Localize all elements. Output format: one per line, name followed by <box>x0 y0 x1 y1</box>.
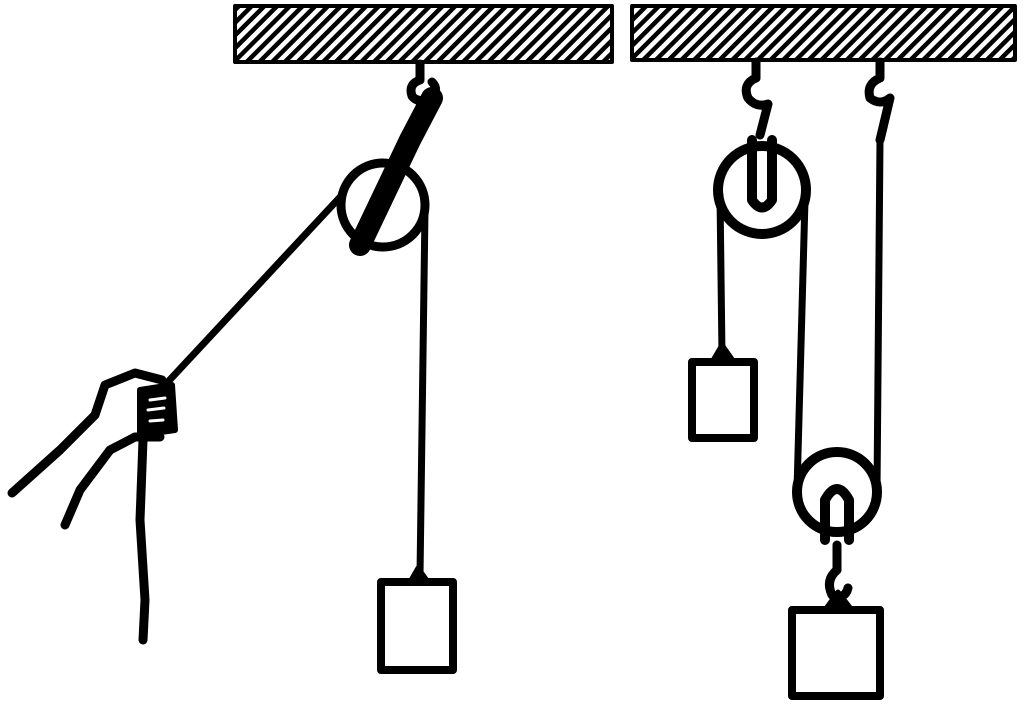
rope-to-movable-pulley <box>793 196 809 494</box>
rope-to-hand <box>161 191 346 389</box>
compound-pulley-setup <box>630 4 1017 700</box>
movable-pulley-hook <box>824 540 853 601</box>
rope-to-small-weight <box>716 191 726 359</box>
ceiling-beam-left <box>233 4 614 64</box>
arm-upper <box>7 368 167 498</box>
single-fixed-pulley-setup <box>7 4 614 674</box>
movable-pulley-wheel <box>792 447 882 537</box>
hook-rope-anchor <box>864 57 895 145</box>
fixed-pulley-axle <box>747 135 777 213</box>
rope-to-weight <box>416 206 429 579</box>
finger-gaps <box>146 396 167 423</box>
pulley-wheel-left <box>336 158 430 252</box>
weight-left <box>377 578 457 674</box>
rope-anchor-side <box>873 136 884 494</box>
weight-hook-small <box>709 342 737 365</box>
hand <box>7 368 178 645</box>
ceiling-beam-right <box>630 4 1017 62</box>
weight-large <box>788 606 884 700</box>
weight-small <box>688 358 758 442</box>
weight-hook-large <box>822 589 855 613</box>
rope-tail <box>135 435 150 645</box>
pulley-strap <box>349 87 443 256</box>
hook-fixed-pulley <box>741 57 773 140</box>
movable-pulley-axle <box>820 484 854 545</box>
fixed-pulley-wheel <box>713 141 811 239</box>
